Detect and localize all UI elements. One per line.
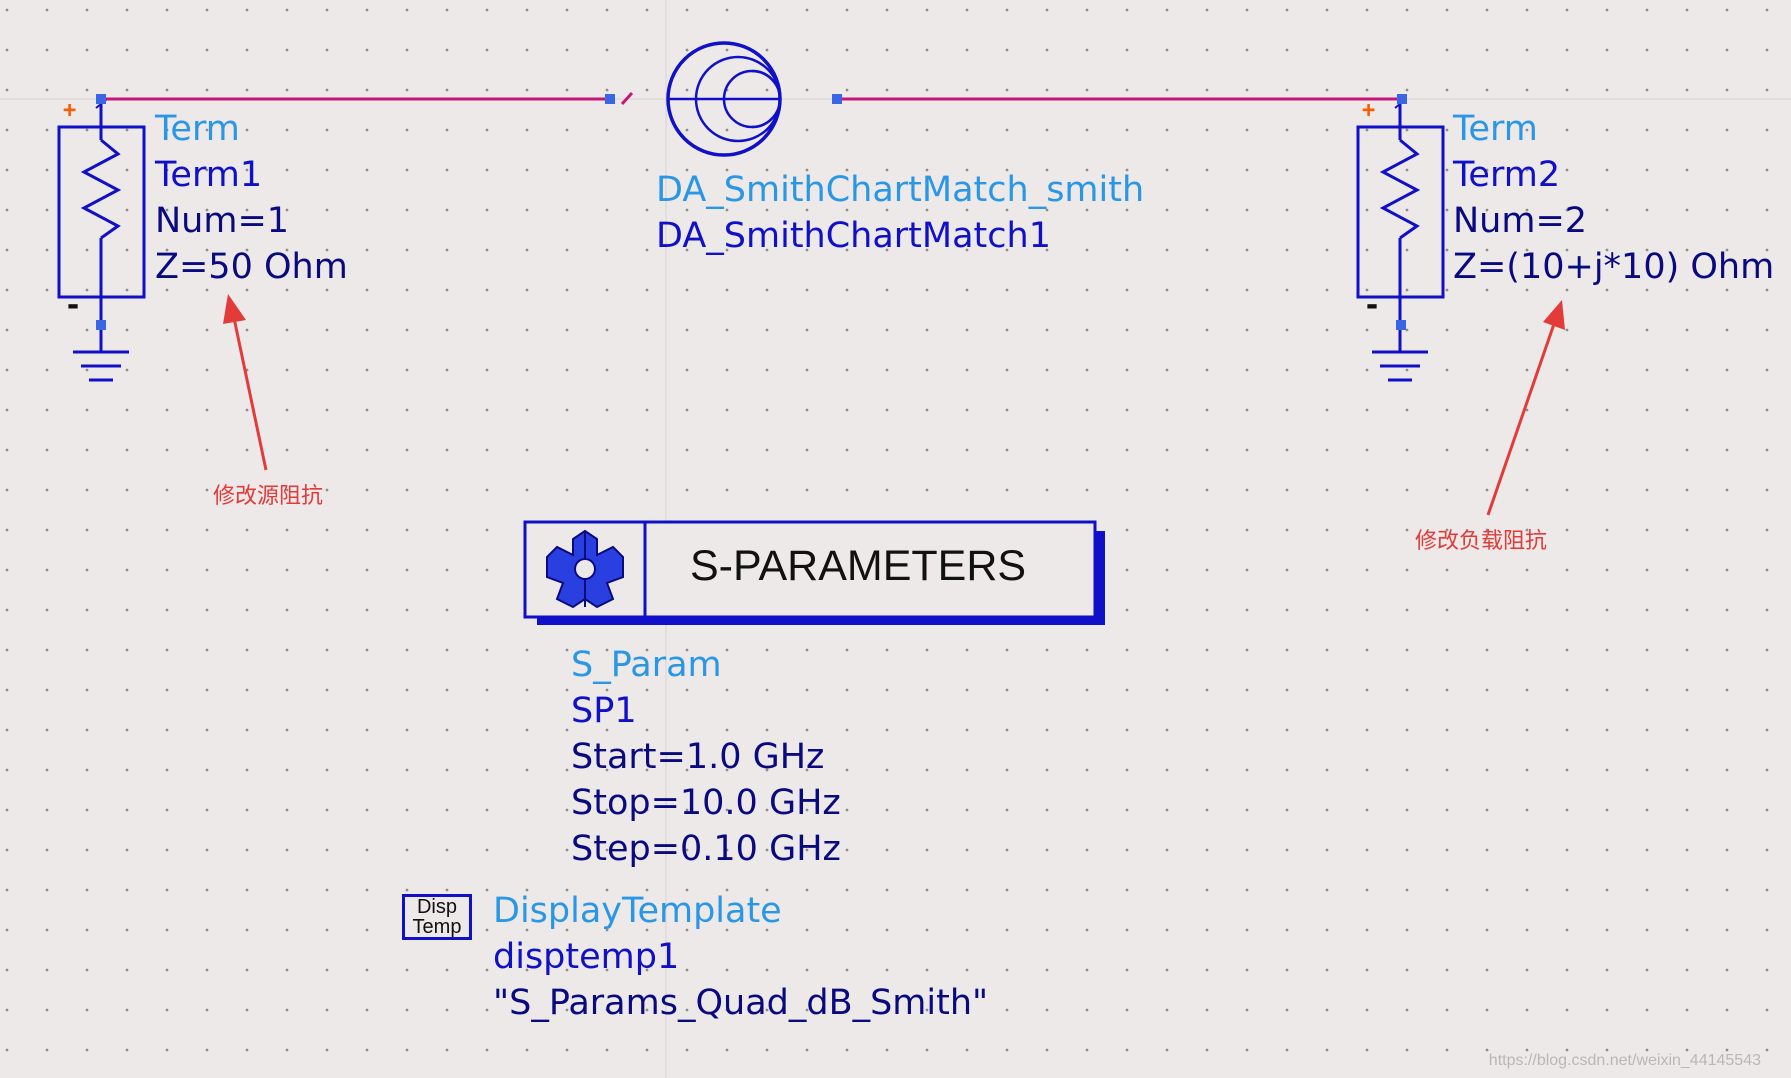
sparam-instance-label[interactable]: SP1 xyxy=(571,691,637,731)
resistor-icon xyxy=(1379,138,1421,240)
term1-minus-sign: - xyxy=(64,288,83,323)
term2-pin-top xyxy=(1397,94,1407,104)
term2-num-param[interactable]: Num=2 xyxy=(1453,201,1588,241)
smith-pin-right xyxy=(832,94,842,104)
disp-value-param[interactable]: "S_Params_Quad_dB_Smith" xyxy=(493,983,989,1023)
term1-pin-top xyxy=(96,94,106,104)
term1-plus-sign: + xyxy=(63,98,77,123)
term2-instance-label[interactable]: Term2 xyxy=(1453,155,1561,195)
disp-type-label: DisplayTemplate xyxy=(493,891,782,931)
term1-symbol[interactable] xyxy=(57,94,146,382)
sparam-start-param[interactable]: Start=1.0 GHz xyxy=(571,737,825,777)
arrow-icon xyxy=(1486,300,1565,516)
term2-type-label: Term xyxy=(1453,109,1538,149)
smith-instance-label[interactable]: DA_SmithChartMatch1 xyxy=(656,216,1051,256)
sparam-type-label: S_Param xyxy=(571,645,722,685)
disp-icon-line2: Temp xyxy=(412,916,462,938)
display-template-icon[interactable]: Disp Temp xyxy=(402,894,472,940)
ground-icon xyxy=(1372,350,1428,382)
disp-icon-line1: Disp xyxy=(416,896,457,918)
term2-symbol[interactable] xyxy=(1356,94,1445,382)
sparam-stop-param[interactable]: Stop=10.0 GHz xyxy=(571,783,841,823)
sparam-block[interactable] xyxy=(523,520,1105,625)
term2-z-param[interactable]: Z=(10+j*10) Ohm xyxy=(1453,247,1775,287)
sparam-step-param[interactable]: Step=0.10 GHz xyxy=(571,829,841,869)
term1-instance-label[interactable]: Term1 xyxy=(155,155,263,195)
watermark: https://blog.csdn.net/weixin_44145543 xyxy=(1488,1052,1761,1069)
term2-plus-sign: + xyxy=(1362,98,1376,123)
gear-icon xyxy=(546,529,624,609)
term1-num-param[interactable]: Num=1 xyxy=(155,201,290,241)
term1-type-label: Term xyxy=(155,109,240,149)
term2-minus-sign: - xyxy=(1363,288,1382,323)
disp-instance-label[interactable]: disptemp1 xyxy=(493,937,680,977)
annotation-load-impedance: 修改负载阻抗 xyxy=(1415,529,1548,554)
smith-type-label: DA_SmithChartMatch_smith xyxy=(656,170,1145,210)
term1-z-param[interactable]: Z=50 Ohm xyxy=(155,247,348,287)
resistor-icon xyxy=(80,138,122,240)
term2-pin-bottom xyxy=(1396,320,1406,330)
wire-main[interactable] xyxy=(100,91,1402,106)
smith-pin-left xyxy=(605,94,615,104)
annotation-source-impedance: 修改源阻抗 xyxy=(213,484,324,509)
ground-icon xyxy=(73,350,129,382)
sparam-banner-title: S-PARAMETERS xyxy=(690,542,1027,590)
arrow-icon xyxy=(223,294,268,471)
term1-pin-bottom xyxy=(96,320,106,330)
